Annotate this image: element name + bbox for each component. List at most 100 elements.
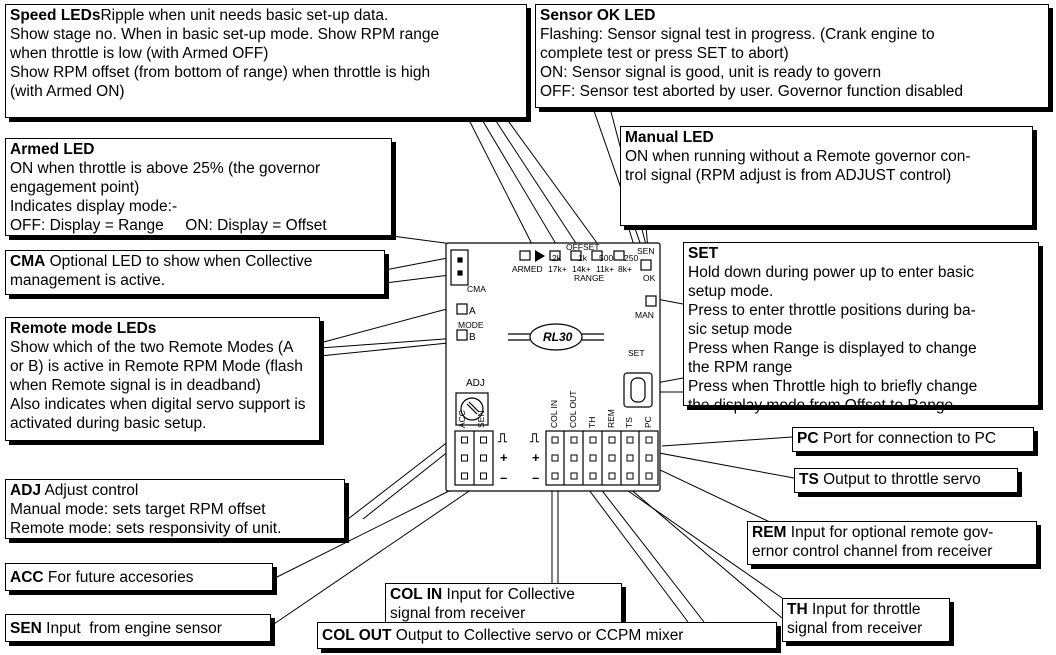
callout-line: Input for Collective [442, 586, 575, 603]
rl30-logo [529, 323, 583, 351]
callout-line: Indicates display mode:- [10, 198, 178, 215]
header-pin [551, 436, 559, 444]
armed-led-callout: Armed LED ON when throttle is above 25% … [5, 138, 392, 236]
col-in-callout: COL IN Input for Collective signal from … [385, 583, 622, 627]
header-pin [461, 454, 468, 462]
unit-outline [445, 242, 661, 492]
callout-line: ernor control channel from receiver [752, 543, 993, 560]
callout-title: REM [752, 524, 787, 541]
speed-led-500 [591, 250, 603, 261]
mode-a-label: A [469, 306, 476, 317]
callout-line: Flashing: Sensor signal test in progress… [540, 26, 935, 43]
header-pin [589, 472, 597, 480]
callout-line: Press when Range is displayed to change [688, 340, 977, 357]
speed-led-250 [613, 250, 625, 261]
callout-title: TH [787, 601, 808, 618]
speed-8k-label: 8k+ [618, 264, 632, 274]
speed-led-2k [549, 250, 561, 261]
callout-line: Press when Throttle high to briefly chan… [688, 378, 978, 395]
col-out-callout: COL OUT Output to Collective servo or CC… [317, 622, 777, 649]
mode-label: MODE [458, 320, 484, 330]
speed-11k-label: 11k+ [596, 264, 614, 274]
ts-callout: TS Output to throttle servo [794, 468, 1018, 493]
callout-title: PC [797, 430, 819, 447]
callout-line: OFF: Display = Range ON: Display = Offse… [10, 217, 327, 234]
callout-line: Hold down during power up to enter basic [688, 264, 975, 281]
header-pin [461, 472, 468, 480]
adj-label: ADJ [466, 378, 485, 389]
manual-led [645, 295, 657, 307]
speed-250-label: 250 [624, 253, 638, 263]
header-pin [570, 472, 578, 480]
port-th-label: TH [587, 417, 597, 428]
sen-callout: SEN Input from engine sensor [5, 614, 271, 642]
callout-line: sic setup mode [688, 321, 793, 338]
callout-line: Port for connection to PC [818, 430, 997, 447]
speed-1k-label: 1k [578, 253, 588, 263]
mode-a-led [456, 303, 468, 315]
header-pin [480, 472, 487, 480]
header-pin [570, 436, 578, 444]
cma-label: CMA [467, 284, 486, 294]
callout-title: SET [688, 245, 719, 262]
callout-line: OFF: Sensor test aborted by user. Govern… [540, 83, 964, 100]
header-pin [626, 436, 634, 444]
callout-line: when throttle is low (with Armed OFF) [10, 45, 269, 62]
header-pin [626, 454, 634, 462]
speed-2k-label: 2k [552, 253, 562, 263]
callout-title: ADJ [10, 482, 42, 499]
callout-line: Show stage no. When in basic set-up mode… [10, 26, 440, 43]
header-pin [608, 472, 616, 480]
speed-led-1k [570, 250, 582, 261]
callout-line: Show RPM offset (from bottom of range) w… [10, 64, 431, 81]
cma-connector [450, 249, 469, 286]
pulse-symbol-left: ⎍ [498, 430, 508, 445]
callout-line: Optional LED to show when Collective [45, 253, 313, 270]
callout-line: (with Armed ON) [10, 83, 125, 100]
callout-line: Ripple when unit needs basic set-up data… [100, 7, 389, 24]
speed-14k-label: 14k+ [572, 264, 591, 274]
logo-text: RL30 [543, 330, 573, 344]
callout-title: ACC [10, 569, 44, 586]
port-col-in-label: COL IN [549, 400, 559, 428]
armed-led [519, 250, 531, 261]
callout-line: ON: Sensor signal is good, unit is ready… [540, 64, 882, 81]
header-pin [645, 436, 653, 444]
callout-line: management is active. [10, 272, 166, 289]
header-pin [608, 454, 616, 462]
remote-mode-leds-callout: Remote mode LEDs Show which of the two R… [5, 317, 320, 441]
th-callout: TH Input for throttle signal from receiv… [782, 598, 950, 642]
header-pin [645, 454, 653, 462]
callout-title: Remote mode LEDs [10, 320, 157, 337]
callout-line: engagement point) [10, 179, 140, 196]
callout-line: ON when running without a Remote governo… [625, 148, 971, 165]
header-pin [551, 472, 559, 480]
callout-line: Input from engine sensor [41, 620, 222, 637]
cma-callout: CMA Optional LED to show when Collective… [5, 250, 385, 295]
header-pin [570, 454, 578, 462]
callout-line: the RPM range [688, 359, 793, 376]
callout-line: Output to throttle servo [818, 471, 981, 488]
header-pin [589, 436, 597, 444]
header-pin [626, 472, 634, 480]
callout-title: COL IN [390, 586, 443, 603]
callout-title: Manual LED [625, 129, 714, 146]
minus-right: – [532, 470, 539, 485]
speed-500-label: 500 [599, 253, 613, 263]
header-pin [551, 454, 559, 462]
callout-line: trol signal (RPM adjust is from ADJUST c… [625, 167, 952, 184]
header-pin [589, 454, 597, 462]
callout-line: Output to Collective servo or CCPM mixer [391, 627, 684, 644]
mode-b-label: B [469, 332, 476, 343]
speed-leds-callout: Speed LEDsRipple when unit needs basic s… [5, 4, 527, 118]
header-pin [645, 472, 653, 480]
callout-line: Also indicates when digital servo suppor… [10, 396, 306, 413]
pc-callout: PC Port for connection to PC [792, 427, 1034, 452]
callout-line: or B) is active in Remote RPM Mode (flas… [10, 358, 303, 375]
callout-line: signal from receiver [390, 605, 526, 622]
callout-title: COL OUT [322, 627, 392, 644]
callout-title: SEN [10, 620, 42, 637]
set-label: SET [628, 348, 645, 358]
